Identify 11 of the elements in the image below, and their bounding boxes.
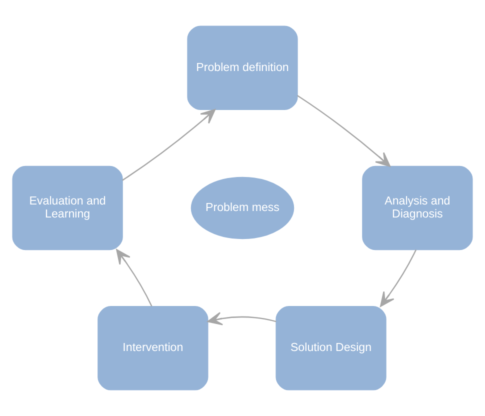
node-box: Intervention [98, 306, 208, 390]
arrow [380, 249, 417, 307]
arrow [296, 94, 391, 167]
node-box: Problem definition [187, 26, 298, 110]
arrow [116, 249, 152, 307]
arrow [207, 312, 276, 326]
arrow [122, 108, 216, 181]
node-ellipse: Problem mess [190, 176, 294, 240]
node-box: Solution Design [276, 306, 386, 390]
node-box: Evaluation and Learning [12, 166, 123, 250]
node-box: Analysis and Diagnosis [362, 166, 473, 250]
